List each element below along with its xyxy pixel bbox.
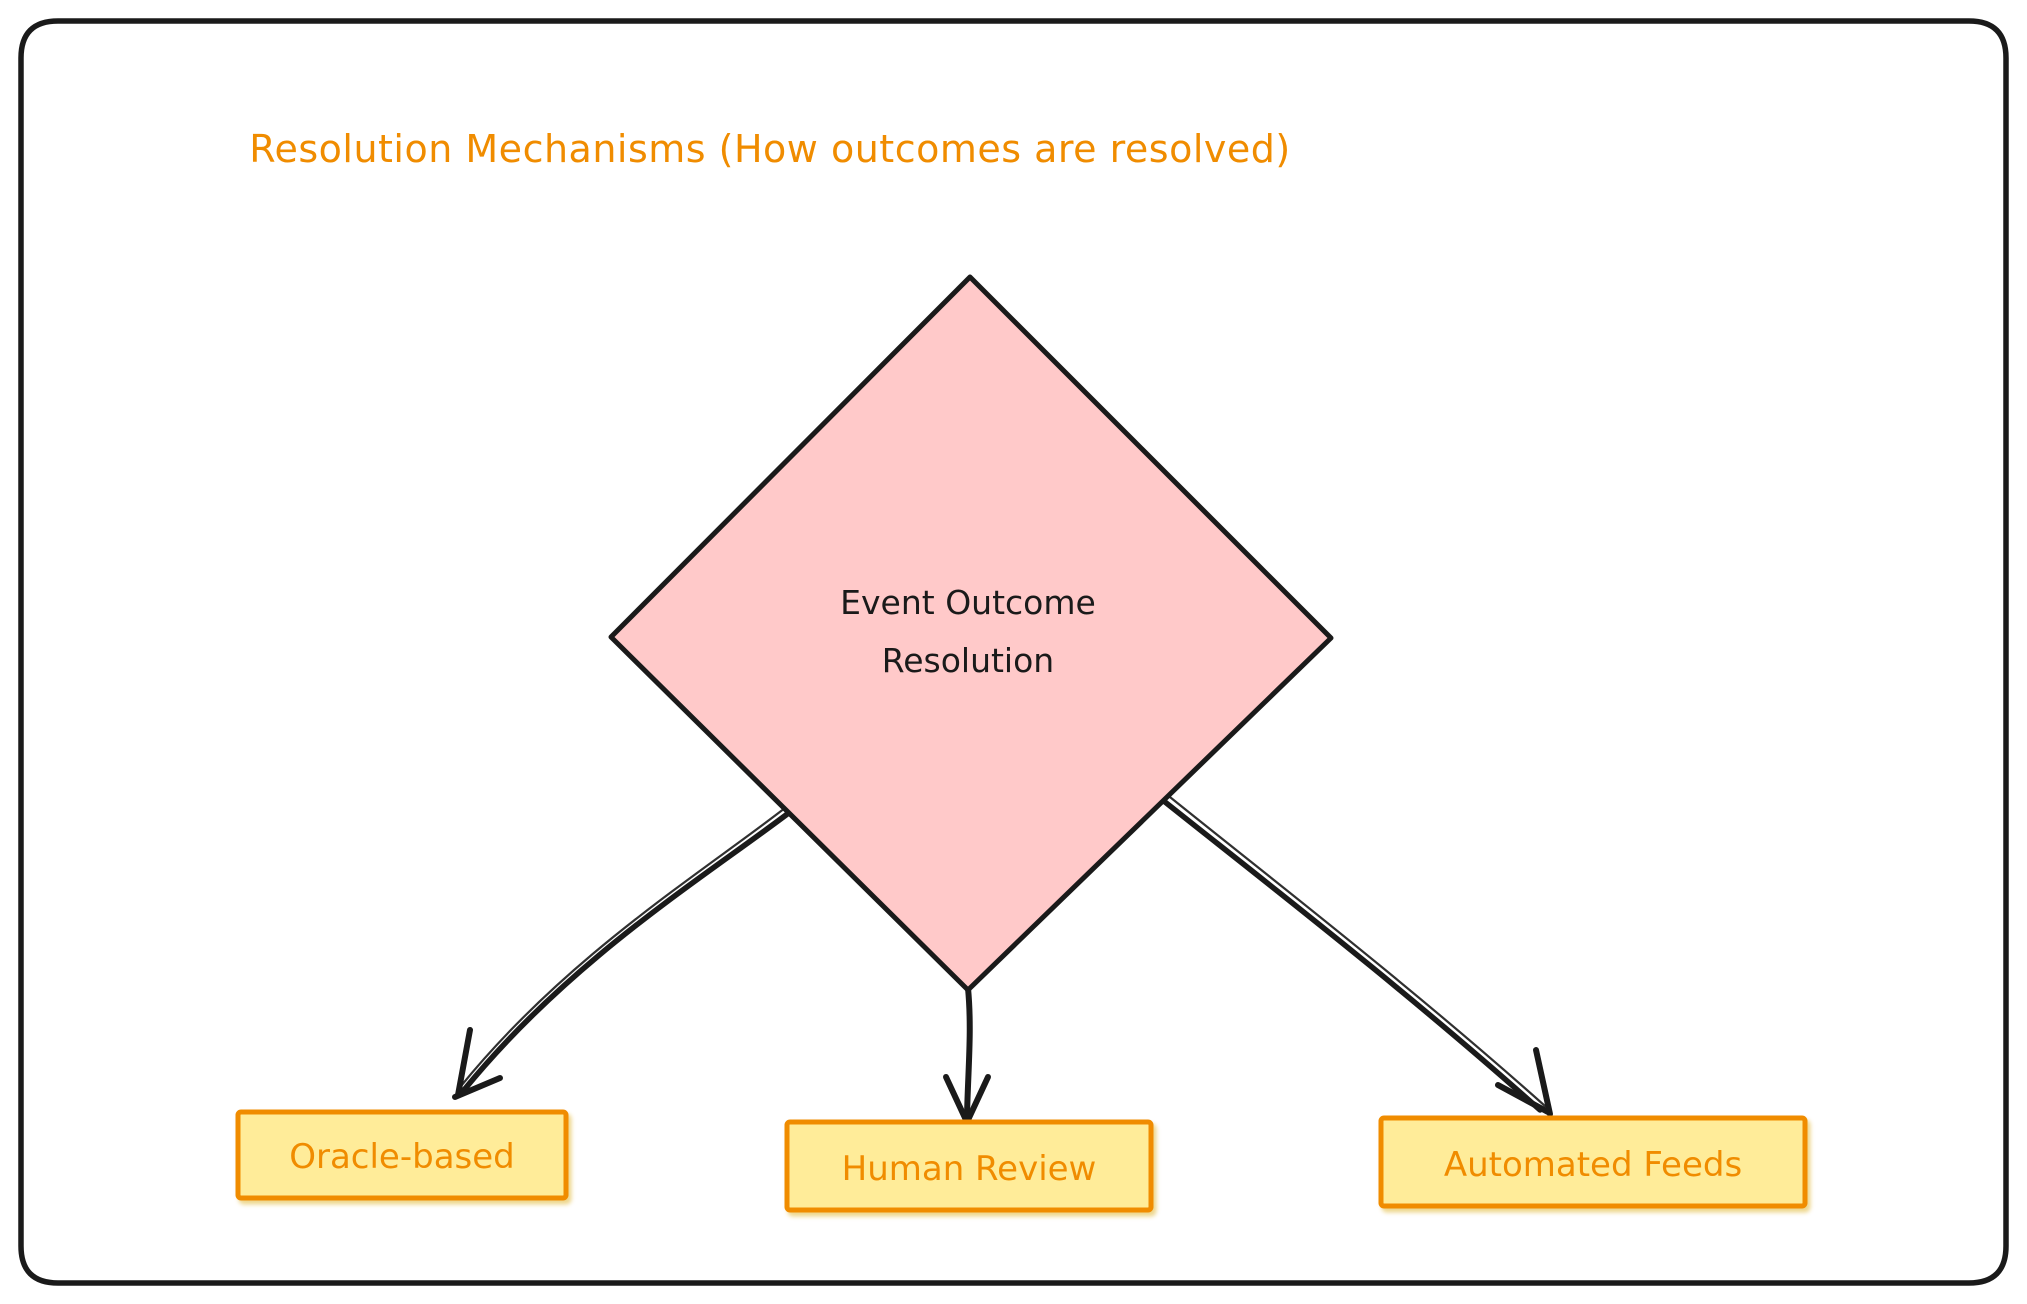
edge-to-automated-feeds [1152,787,1553,1117]
node-human-review[interactable]: Human Review [784,1119,1154,1213]
oracle-based-box [235,1109,569,1201]
automated-feeds-label: Automated Feeds [1444,1145,1742,1185]
node-oracle-based[interactable]: Oracle-based [235,1109,569,1201]
page-title: Resolution Mechanisms (How outcomes are … [249,127,1290,171]
automated-feeds-box [1378,1115,1808,1209]
diamond-shape [608,274,1334,993]
edge-to-oracle-based [452,806,793,1100]
diagram-frame [18,18,2009,1286]
diagram-title-group: Resolution Mechanisms (How outcomes are … [249,127,1290,171]
human-review-box [784,1119,1154,1213]
edge-to-human-review [943,985,991,1123]
oracle-based-label: Oracle-based [289,1137,515,1177]
human-review-label: Human Review [842,1149,1097,1189]
node-automated-feeds[interactable]: Automated Feeds [1378,1115,1808,1209]
node-label-line1: Event Outcome [840,583,1096,622]
node-event-outcome-resolution[interactable]: Event Outcome Resolution [608,274,1334,993]
edge-group [452,787,1553,1123]
node-label-line2: Resolution [882,641,1054,680]
